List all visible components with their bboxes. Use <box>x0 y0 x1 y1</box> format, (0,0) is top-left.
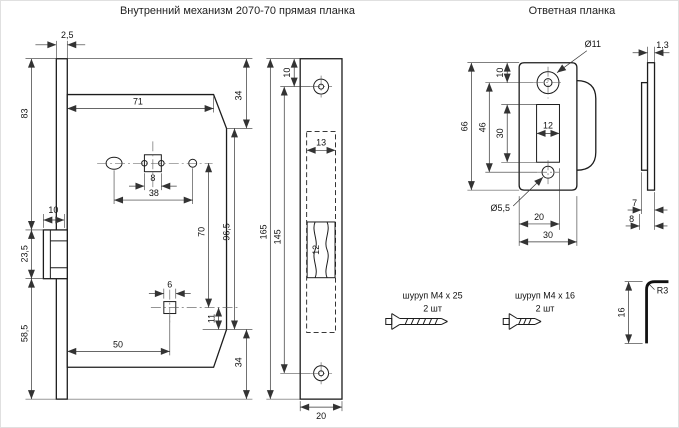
screw-m4x25: шуруп М4 х 25 2 шт <box>385 291 463 330</box>
dim-pocket-width: 13 <box>306 137 336 154</box>
dim-faceplate-top-to-hole-label: 10 <box>282 68 292 78</box>
dim-strike-cutout-width: 12 <box>536 120 560 137</box>
dim-chamfer-top-label: 34 <box>233 91 243 101</box>
dim-lip-height-label: 16 <box>617 308 627 318</box>
dim-strike-thickness: 1,3 <box>632 40 670 63</box>
dim-faceplate-hole-spacing-label: 145 <box>272 229 282 244</box>
screw-large-slot <box>385 318 393 325</box>
r3-leader <box>649 284 655 290</box>
dim-case-width: 71 <box>67 97 214 113</box>
title-internal-mechanism: Внутренний механизм 2070-70 прямая планк… <box>120 5 356 17</box>
screw-small-threads <box>518 318 532 325</box>
latch-profile-left <box>313 221 317 278</box>
title-strike-plate: Ответная планка <box>529 5 616 17</box>
dim-strike-cutout-width-label: 12 <box>543 120 553 130</box>
dim-pocket-width-label: 13 <box>316 137 326 147</box>
screw-m4x16: шуруп М4 х 16 2 шт <box>502 291 575 330</box>
dim-right-column: 34 96,5 34 70 11 <box>67 58 253 400</box>
dim-cylinder-offset-label: 50 <box>113 339 123 349</box>
strike-plate-outline <box>518 62 578 191</box>
dim-strike-height-label: 66 <box>459 121 469 131</box>
dim-faceplate-hole-spacing: 145 <box>272 86 311 374</box>
dim-top-to-latch-label: 83 <box>19 108 29 118</box>
dim-spindle-square-label: 8 <box>150 173 155 183</box>
dim-case-width-label: 71 <box>133 97 143 107</box>
dim-latch-height-label: 23,5 <box>19 245 29 262</box>
lock-mechanism-view: 2,5 71 83 23,5 58,5 10 <box>19 30 253 400</box>
latch-opening <box>306 221 336 279</box>
dim-cylinder-hole-label: 6 <box>167 280 172 290</box>
dim-strike-top-to-hole-label: 10 <box>495 68 505 78</box>
strike-side-lip <box>640 81 649 171</box>
dim-latch-protrusion-label: 10 <box>48 205 58 215</box>
leader-dia5-5: Ø5,5 <box>491 176 544 213</box>
dim-strike-cutout-offset-label: 20 <box>534 212 544 222</box>
dim-cylinder-to-chamfer-label: 11 <box>207 314 217 323</box>
dim-hole-spacing: 38 <box>113 168 193 205</box>
dim-hole-top-dia-label: Ø11 <box>585 39 601 49</box>
screw-small-qty: 2 шт <box>536 304 555 314</box>
latch-profile-right <box>325 221 329 278</box>
dim-latch-width-label: 12 <box>311 245 321 255</box>
dim-strike-left-column: 66 46 10 30 <box>459 62 538 191</box>
dim-strike-hole-spacing-label: 46 <box>477 122 487 132</box>
faceplate-view: 10 165 145 13 12 20 <box>258 58 343 421</box>
dim-lip-depth-outer-label: 8 <box>629 214 634 224</box>
dim-case-height-label: 96,5 <box>222 223 232 240</box>
dim-bend-radius-label: R3 <box>657 286 668 296</box>
dim-strike-thickness-label: 1,3 <box>656 40 668 50</box>
dim-faceplate-width: 20 <box>299 401 343 421</box>
dim-chamfer-bottom-label: 34 <box>233 357 243 367</box>
dim-strike-bottom-column: 20 30 <box>518 168 578 246</box>
dim-spindle-square: 8 <box>128 173 177 191</box>
leader-dia11: Ø11 <box>556 39 601 73</box>
dim-strike-cutout-height-label: 30 <box>495 128 505 138</box>
dim-plate-thickness-label: 2,5 <box>61 30 73 40</box>
dim-cylinder-hole: 6 <box>148 280 191 299</box>
strike-side-body <box>646 62 656 191</box>
screw-small-label: шуруп М4 х 16 <box>515 291 575 301</box>
screw-small-slot <box>502 318 510 325</box>
dim-hole-spacing-label: 38 <box>149 188 159 198</box>
dim-spindle-to-cylinder-label: 70 <box>197 227 207 237</box>
strike-plate-lip <box>576 79 597 171</box>
dim-lip-height: 16 <box>617 281 643 344</box>
bent-lip-section <box>645 280 669 344</box>
dim-plate-thickness: 2,5 <box>35 30 86 59</box>
dim-lip-depth-inner-label: 7 <box>632 198 637 208</box>
dim-faceplate-height-label: 165 <box>258 224 268 239</box>
screw-large-qty: 2 шт <box>423 304 442 314</box>
r3-detail: R3 16 <box>617 280 669 344</box>
dim-latch-protrusion: 10 <box>43 205 65 228</box>
dim-left-column: 83 23,5 58,5 <box>19 58 57 400</box>
dim-faceplate-width-label: 20 <box>316 411 326 421</box>
dim-latch-to-bottom-label: 58,5 <box>19 325 29 342</box>
lock-faceplate-strip <box>55 58 68 400</box>
latch-bolt <box>42 229 68 280</box>
screw-large-threads <box>404 318 438 325</box>
dim-lip-depths: 7 8 <box>625 172 668 230</box>
dim-faceplate-height: 165 <box>258 58 301 400</box>
screw-large-label: шуруп М4 х 25 <box>403 291 463 301</box>
dim-cylinder-offset: 50 <box>67 315 171 356</box>
dim-hole-bottom-dia-label: Ø5,5 <box>491 203 510 213</box>
dim-strike-width-label: 30 <box>543 230 553 240</box>
strike-side-view: 1,3 7 8 <box>625 40 670 230</box>
strike-plate-view: Ø11 Ø5,5 66 46 10 30 12 <box>459 39 601 246</box>
